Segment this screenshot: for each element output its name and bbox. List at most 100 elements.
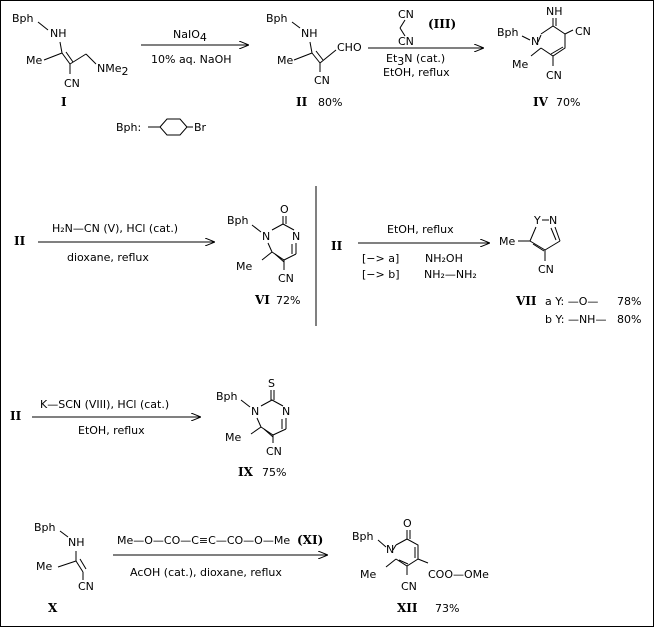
reaction-1-arrow: NaIO4 10% aq. NaOH [141, 28, 248, 66]
oxo-label: O [280, 203, 289, 216]
ring-n1-label: N [262, 230, 270, 243]
dmad-label: Me—O—CO—C≡C—CO—O—Me [117, 534, 290, 547]
compound-VII-label: VII [515, 294, 537, 308]
thiocyanate-label: K—SCN (VIII), HCl (cat.) [40, 398, 169, 411]
compound-II: Bph NH Me CHO CN II 80% [266, 12, 362, 109]
ring-n3-label: N [292, 230, 300, 243]
bph-definition: Bph: Br [116, 118, 207, 136]
cn-label: CN [78, 580, 94, 593]
bph-label: Bph [216, 390, 238, 403]
cn-label: CN [314, 74, 330, 87]
reaction-3: II H₂N—CN (V), HCl (cat.) dioxane, reflu… [14, 222, 214, 264]
reaction-5: II K—SCN (VIII), HCl (cat.) EtOH, reflux [10, 398, 200, 437]
compound-I: Bph NH Me NMe2 CN I [12, 12, 129, 109]
ethanol-reflux-label: EtOH, reflux [387, 223, 454, 236]
hydrazine-label: NH₂—NH₂ [424, 268, 477, 281]
vii-b-label: b Y: —NH— [545, 313, 606, 326]
compound-VI-label: VI [254, 293, 270, 307]
yield-VI: 72% [276, 294, 300, 307]
start-II: II [10, 409, 22, 423]
path-b-tag: [−> b] [362, 268, 400, 281]
y-label: Y [533, 214, 541, 227]
me-label: Me [499, 235, 515, 248]
me-label: Me [36, 560, 52, 573]
reaction-2-arrow: CN CN (III) Et3N (cat.) EtOH, reflux [368, 8, 483, 79]
me-label: Me [26, 54, 42, 67]
vii-a-yield: 78% [617, 295, 641, 308]
bph-label: Bph [352, 530, 374, 543]
compound-IX-label: IX [238, 465, 254, 479]
compound-VII: Y N Me CN VII a Y: —O— 78% b Y: —NH— 80% [499, 214, 641, 326]
et3n-label: Et3N (cat.) [386, 52, 445, 68]
reaction-4: II EtOH, reflux [−> a] NH₂OH [−> b] NH₂—… [331, 223, 489, 281]
br-label: Br [194, 121, 207, 134]
cn-label: CN [278, 272, 294, 285]
cn-label: CN [538, 263, 554, 276]
cn-label-bottom: CN [546, 69, 562, 82]
compound-I-label: I [61, 95, 67, 109]
thioxo-label: S [268, 377, 275, 390]
reaction-6-arrow: Me—O—CO—C≡C—CO—O—Me (XI) AcOH (cat.), di… [113, 533, 327, 579]
cn-label-top: CN [575, 25, 591, 38]
ester-label: COO—OMe [428, 568, 489, 581]
me-label: Me [277, 54, 293, 67]
yield-II: 80% [318, 96, 342, 109]
nh-label: NH [68, 536, 85, 549]
start-II: II [14, 234, 26, 248]
cho-label: CHO [337, 41, 362, 54]
bph-def-label: Bph: [116, 121, 141, 134]
ring-n-label: N [531, 35, 539, 48]
naoh-label: 10% aq. NaOH [151, 53, 232, 66]
malononitrile-cn-bottom: CN [398, 35, 414, 48]
cn-label: CN [266, 445, 282, 458]
cn-label: CN [64, 77, 80, 90]
ring-n-label: N [549, 214, 557, 227]
cn-label: CN [401, 580, 417, 593]
compound-IX: Bph S N N Me CN IX 75% [216, 377, 290, 479]
ethanol-reflux-label: EtOH, reflux [78, 424, 145, 437]
path-a-tag: [−> a] [362, 252, 399, 265]
bph-label: Bph [266, 12, 288, 25]
me-label: Me [236, 260, 252, 273]
me-label: Me [512, 58, 528, 71]
bph-label: Bph [12, 12, 34, 25]
yield-XII: 73% [435, 602, 459, 615]
compound-X-label: X [48, 601, 58, 615]
nme2-label: NMe2 [97, 62, 129, 78]
compound-XII-label: XII [397, 601, 418, 615]
nh-label: NH [301, 27, 318, 40]
compound-III-label: (III) [428, 17, 456, 31]
bph-label: Bph [34, 521, 56, 534]
compound-X: Bph NH Me CN X [34, 521, 94, 615]
compound-XII: Bph N O COO—OMe Me CN XII 73% [352, 517, 489, 615]
imine-label: NH [546, 5, 563, 18]
compound-IV-label: IV [533, 95, 549, 109]
naio4-label: NaIO4 [173, 28, 207, 44]
dioxane-label: dioxane, reflux [67, 251, 149, 264]
cyanamide-label: H₂N—CN (V), HCl (cat.) [52, 222, 178, 235]
oxo-label: O [403, 517, 412, 530]
hydroxylamine-label: NH₂OH [425, 252, 463, 265]
start-II: II [331, 239, 343, 253]
ring-n1-label: N [251, 405, 259, 418]
ring-n3-label: N [282, 405, 290, 418]
vii-a-label: a Y: —O— [545, 295, 598, 308]
compound-IV: Bph N NH CN Me CN IV 70% [497, 5, 591, 109]
ring-n-label: N [386, 543, 394, 556]
yield-IV: 70% [556, 96, 580, 109]
benzene-ring [159, 118, 188, 136]
me-label: Me [225, 431, 241, 444]
vii-b-yield: 80% [617, 313, 641, 326]
compound-XI-label: (XI) [297, 533, 323, 547]
bph-label: Bph [227, 214, 249, 227]
yield-IX: 75% [262, 466, 286, 479]
reflux-label: EtOH, reflux [383, 66, 450, 79]
me-label: Me [360, 568, 376, 581]
bph-label: Bph [497, 26, 519, 39]
acoh-label: AcOH (cat.), dioxane, reflux [130, 566, 282, 579]
nh-label: NH [50, 27, 67, 40]
compound-II-label: II [296, 95, 308, 109]
compound-VI: Bph O N N Me CN VI 72% [227, 203, 300, 307]
